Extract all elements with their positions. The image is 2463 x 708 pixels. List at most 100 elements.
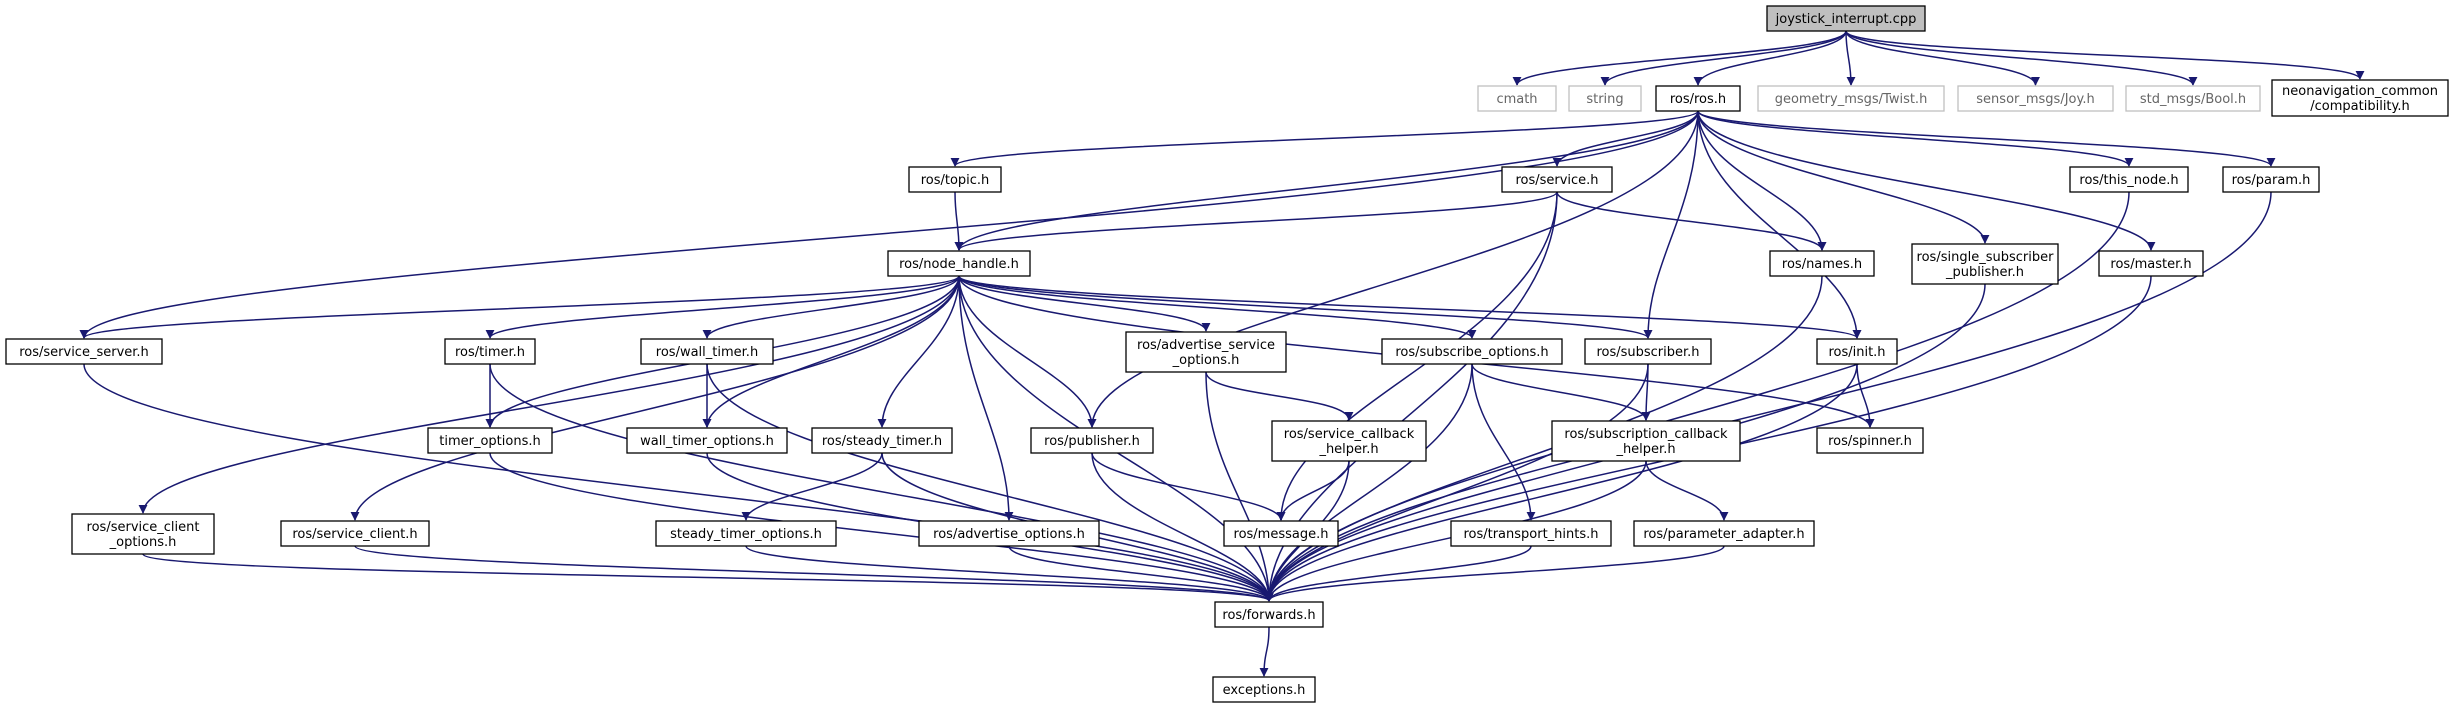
node-box	[1381, 338, 1563, 365]
node-ros-ros[interactable]: ros/ros.h	[1655, 85, 1741, 112]
include-edge	[958, 275, 1097, 428]
node-timer[interactable]: ros/timer.h	[444, 338, 536, 365]
node-wall-timer[interactable]: ros/wall_timer.h	[640, 338, 774, 365]
node-service-cb-helper[interactable]: ros/service_callback_helper.h	[1271, 420, 1427, 462]
node-label: ros/single_subscriber_publisher.h	[1917, 250, 2055, 280]
include-edge	[1264, 363, 1649, 602]
node-subscriber[interactable]: ros/subscriber.h	[1584, 338, 1712, 365]
node-label: ros/wall_timer.h	[656, 345, 758, 360]
node-label: std_msgs/Bool.h	[2140, 92, 2246, 107]
node-service[interactable]: ros/service.h	[1501, 166, 1613, 193]
node-names[interactable]: ros/names.h	[1769, 250, 1875, 277]
include-edge	[745, 545, 1274, 602]
include-edge	[877, 275, 960, 428]
node-message[interactable]: ros/message.h	[1223, 520, 1339, 547]
node-box	[1633, 520, 1815, 547]
node-wall-timer-opts[interactable]: wall_timer_options.h	[626, 427, 788, 454]
node-box	[2125, 85, 2261, 112]
node-label: ros/message.h	[1234, 527, 1329, 542]
node-std-bool: std_msgs/Bool.h	[2125, 85, 2261, 112]
include-edge	[1091, 452, 1286, 521]
node-box	[1816, 427, 1924, 454]
node-label: ros/node_handle.h	[899, 257, 1019, 272]
node-parameter-adapter[interactable]: ros/parameter_adapter.h	[1633, 520, 1815, 547]
node-node-handle[interactable]: ros/node_handle.h	[887, 250, 1031, 277]
include-edge	[1205, 371, 1354, 421]
node-steady-timer-opts[interactable]: steady_timer_options.h	[655, 520, 837, 547]
include-edge	[354, 545, 1274, 602]
include-edge	[958, 275, 1014, 521]
node-label: exceptions.h	[1223, 683, 1306, 698]
include-edge	[1643, 110, 1699, 339]
node-advertise-opts[interactable]: ros/advertise_options.h	[918, 520, 1100, 547]
include-edge	[1264, 545, 1725, 602]
node-subscribe-opts[interactable]: ros/subscribe_options.h	[1381, 338, 1563, 365]
node-box	[2271, 79, 2449, 117]
node-service-server[interactable]: ros/service_server.h	[5, 338, 163, 365]
edges-layer	[79, 30, 2365, 677]
include-edge	[83, 363, 1274, 602]
node-adv-service-opts[interactable]: ros/advertise_service_options.h	[1125, 331, 1287, 373]
node-box	[71, 513, 215, 555]
node-topic[interactable]: ros/topic.h	[908, 166, 1002, 193]
node-box	[1501, 166, 1613, 193]
node-steady-timer[interactable]: ros/steady_timer.h	[811, 427, 953, 454]
node-box	[918, 520, 1100, 547]
node-label: ros/timer.h	[455, 345, 525, 360]
node-box	[1214, 601, 1324, 628]
include-edge	[1276, 191, 1558, 521]
include-edge	[1552, 110, 1699, 167]
node-spinner[interactable]: ros/spinner.h	[1816, 427, 1924, 454]
include-edge	[1856, 363, 1875, 428]
node-box	[280, 520, 430, 547]
node-label: geometry_msgs/Twist.h	[1775, 92, 1928, 107]
node-box	[626, 427, 788, 454]
include-edge	[1845, 30, 2365, 80]
node-label: wall_timer_options.h	[640, 434, 774, 449]
node-box	[811, 427, 953, 454]
node-label: neonavigation_common/compatibility.h	[2282, 84, 2438, 114]
include-edge	[1264, 275, 1823, 602]
include-edge	[1697, 110, 1990, 244]
node-label: ros/ros.h	[1670, 92, 1726, 107]
node-box	[1450, 520, 1612, 547]
node-box	[1125, 331, 1287, 373]
node-neonav-compat[interactable]: neonavigation_common/compatibility.h	[2271, 79, 2449, 117]
include-edge	[958, 275, 1653, 339]
node-box	[1911, 243, 2059, 285]
include-edge	[1264, 545, 1532, 602]
node-label: string	[1586, 92, 1623, 107]
node-box	[655, 520, 837, 547]
node-param[interactable]: ros/param.h	[2222, 166, 2320, 193]
node-forwards[interactable]: ros/forwards.h	[1214, 601, 1324, 628]
include-edge	[954, 110, 1699, 251]
node-transport-hints[interactable]: ros/transport_hints.h	[1450, 520, 1612, 547]
node-label: ros/service_client_options.h	[87, 520, 200, 550]
node-publisher[interactable]: ros/publisher.h	[1030, 427, 1154, 454]
node-box	[908, 166, 1002, 193]
include-edge	[954, 191, 964, 251]
node-init[interactable]: ros/init.h	[1816, 338, 1898, 365]
node-label: ros/publisher.h	[1044, 434, 1140, 449]
node-timer-opts[interactable]: timer_options.h	[427, 427, 553, 454]
node-service-client-opts[interactable]: ros/service_client_options.h	[71, 513, 215, 555]
node-label: ros/master.h	[2110, 257, 2191, 272]
node-root[interactable]: joystick_interrupt.cpp	[1766, 5, 1926, 32]
include-edge	[350, 275, 960, 521]
node-cmath: cmath	[1477, 85, 1557, 112]
node-label: timer_options.h	[439, 434, 540, 449]
node-label: ros/service_client.h	[292, 527, 417, 542]
node-subscription-cb-helper[interactable]: ros/subscription_callback_helper.h	[1551, 420, 1741, 462]
include-edge	[1264, 363, 1858, 602]
node-box	[2098, 250, 2204, 277]
include-edge	[79, 275, 960, 339]
node-this-node[interactable]: ros/this_node.h	[2069, 166, 2189, 193]
node-exceptions[interactable]: exceptions.h	[1212, 676, 1316, 703]
node-single-sub-pub[interactable]: ros/single_subscriber_publisher.h	[1911, 243, 2059, 285]
node-box	[1477, 85, 1557, 112]
include-edge	[489, 363, 1274, 602]
node-service-client[interactable]: ros/service_client.h	[280, 520, 430, 547]
node-master[interactable]: ros/master.h	[2098, 250, 2204, 277]
include-edge	[954, 191, 1558, 251]
